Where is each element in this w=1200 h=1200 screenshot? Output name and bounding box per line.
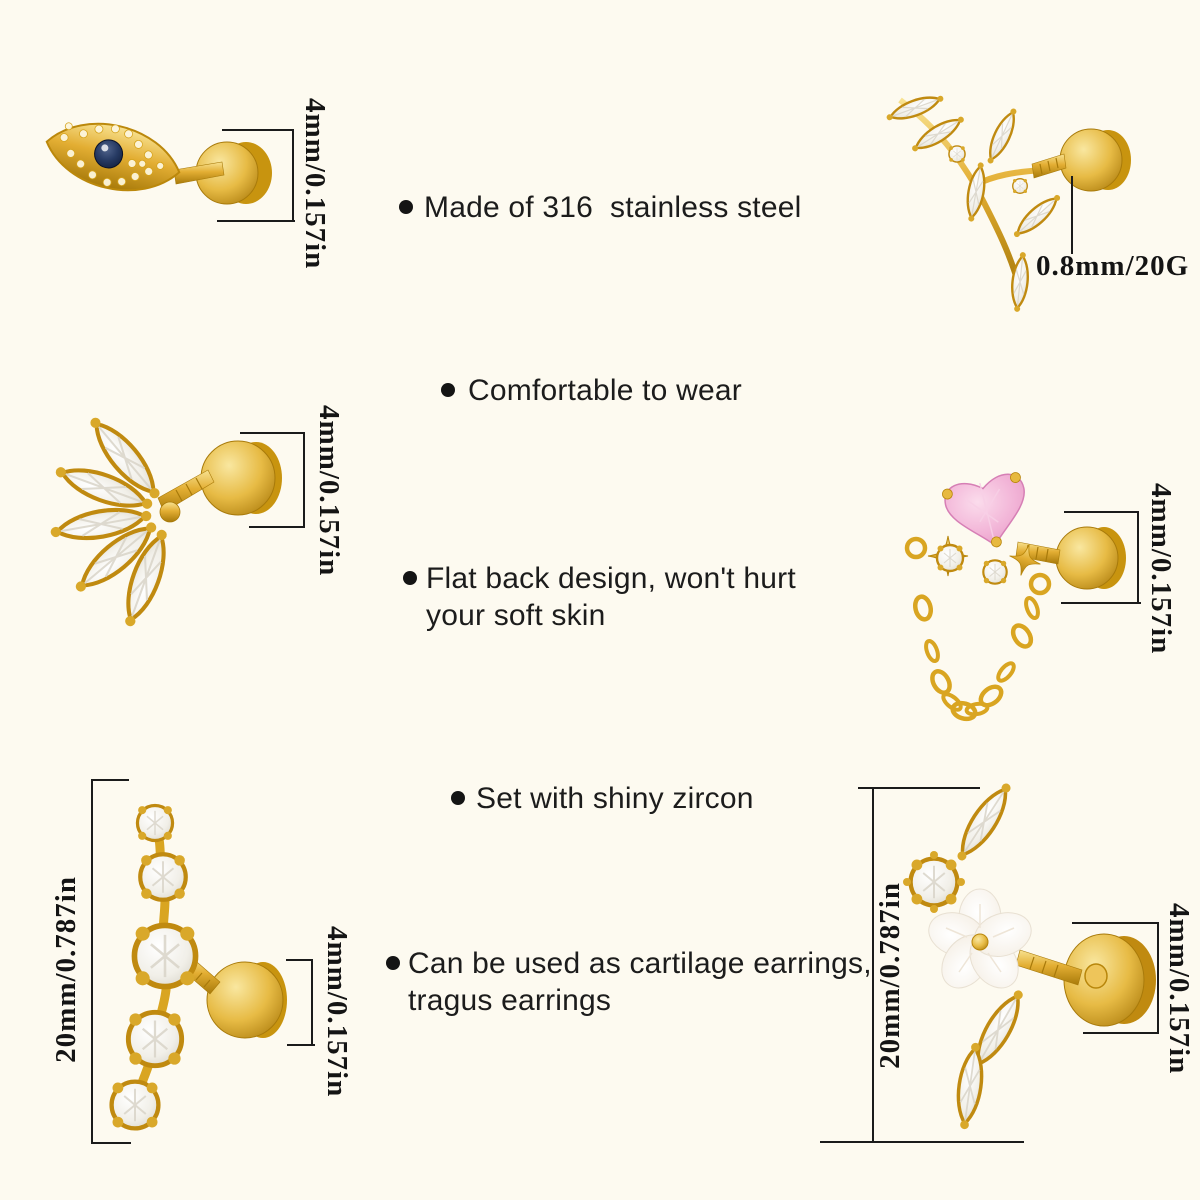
bullet-icon xyxy=(399,200,413,214)
bullet-icon xyxy=(451,791,465,805)
bullet-icon xyxy=(441,383,455,397)
feature-line: Flat back design, won't hurt xyxy=(426,562,796,595)
flat-back-disc xyxy=(195,141,272,205)
dimension-label-back-height: 4mm/0.157in xyxy=(1145,483,1177,655)
dimension-label-back-height: 4mm/0.157in xyxy=(321,926,353,1098)
stud-post xyxy=(1015,949,1083,986)
flat-back-disc xyxy=(1055,526,1126,590)
dimension-line xyxy=(1137,511,1139,604)
marquise-crown-stud-earring-image xyxy=(30,410,282,660)
dimension-tick xyxy=(1064,511,1139,513)
dimension-tick xyxy=(1072,922,1159,924)
dimension-line xyxy=(1157,922,1159,1034)
chain-ring xyxy=(904,536,928,560)
chain-ring xyxy=(1028,572,1052,596)
feature-line: tragus earrings xyxy=(408,984,612,1017)
five-stone-climber-earring-image xyxy=(60,803,287,1170)
dimension-line xyxy=(1071,176,1073,254)
dimension-tick xyxy=(222,129,294,131)
dimension-label-length: 20mm/0.787in xyxy=(50,876,82,1063)
feature-line: Comfortable to wear xyxy=(468,374,742,407)
dimension-tick xyxy=(91,1142,131,1144)
feature-text: Flat back design, won't hurt your soft s… xyxy=(426,560,796,634)
dimension-tick xyxy=(287,1044,315,1046)
dimension-tick xyxy=(217,220,295,222)
dimension-label-length: 20mm/0.787in xyxy=(874,882,906,1069)
dimension-label-back-height: 4mm/0.157in xyxy=(313,405,345,577)
pink-heart-zircon xyxy=(941,472,1025,548)
feature-text: Made of 316 stainless steel xyxy=(424,189,801,226)
feature-text: Can be used as cartilage earrings, tragu… xyxy=(408,945,872,1019)
shell-flower-stud-earring-image xyxy=(903,776,1156,1133)
feature-text: Comfortable to wear xyxy=(468,372,742,409)
dimension-tick xyxy=(91,779,129,781)
evil-eye-charm xyxy=(45,122,181,192)
dimension-label-back-height: 4mm/0.157in xyxy=(1163,903,1195,1075)
stud-post xyxy=(173,161,225,185)
dimension-label-back-height: 4mm/0.157in xyxy=(299,98,331,270)
feature-line: Can be used as cartilage earrings, xyxy=(408,947,872,980)
stud-post xyxy=(1031,153,1067,179)
dimension-tick xyxy=(1061,602,1141,604)
evil-eye-stud-earring-image xyxy=(45,122,272,205)
feature-line: your soft skin xyxy=(426,599,606,632)
dimension-label-bar-gauge: 0.8mm/20G xyxy=(1036,250,1190,282)
dangle-chain xyxy=(912,594,1040,722)
feature-text: Set with shiny zircon xyxy=(476,780,754,817)
dimension-tick xyxy=(1083,1032,1159,1034)
dimension-tick xyxy=(240,432,304,434)
dimension-line xyxy=(292,129,294,222)
flat-back-disc xyxy=(206,961,287,1039)
dimension-line xyxy=(872,787,874,1143)
dimension-line xyxy=(311,959,313,1046)
crown-hub xyxy=(159,501,181,523)
dimension-line xyxy=(303,432,305,528)
dimension-line xyxy=(91,779,93,1144)
bullet-icon xyxy=(386,956,400,970)
bullet-icon xyxy=(403,571,417,585)
dimension-tick xyxy=(249,526,305,528)
heart-chain-stud-earring-image xyxy=(904,472,1126,722)
feature-line: Set with shiny zircon xyxy=(476,782,754,815)
feature-line: Made of 316 stainless steel xyxy=(424,191,802,224)
dimension-tick xyxy=(286,959,313,961)
dimension-tick xyxy=(858,787,980,789)
dimension-tick xyxy=(820,1141,1024,1143)
flat-back-disc xyxy=(200,440,282,516)
prong-dots xyxy=(903,851,965,913)
shell-flower xyxy=(928,888,1032,989)
leaf-vine-stud-earring-image xyxy=(883,89,1131,314)
flat-back-disc xyxy=(1059,128,1131,192)
